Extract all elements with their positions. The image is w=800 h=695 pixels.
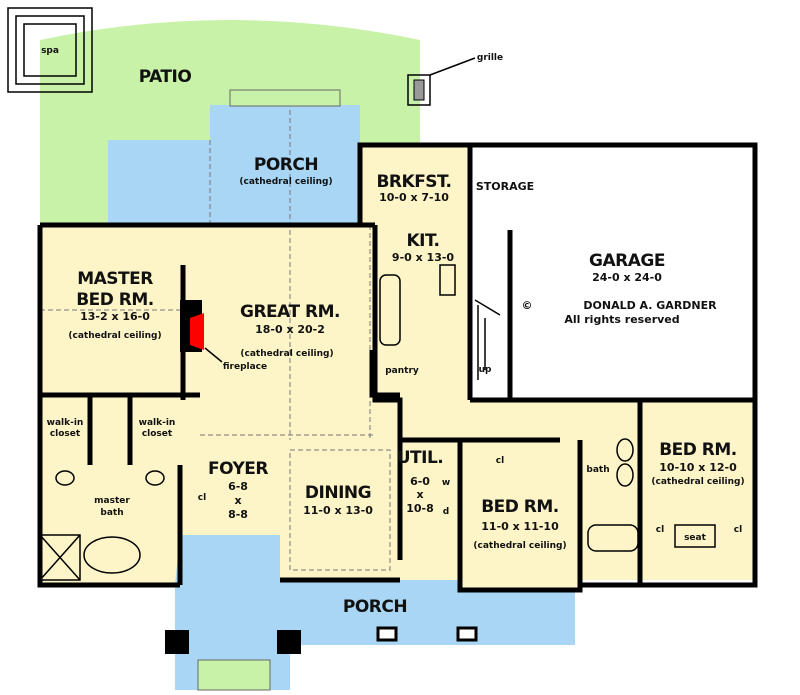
garage-dim: 24-0 x 24-0 [592,271,662,284]
master-note: (cathedral ceiling) [68,331,161,341]
bed-rm-3-closet-2: cl [734,525,742,535]
walkin-closet-2-l1: walk-in [139,418,176,428]
walkin-closet-2-l2: closet [142,429,173,439]
walls [37,142,758,593]
copyright-symbol: © [522,299,533,312]
copyright-rights: All rights reserved [564,313,679,326]
bed-rm-2-label: BED RM. [481,497,559,517]
room-labels: PORCH (cathedral ceiling) BRKFST. 10-0 x… [47,155,745,617]
storage-label: STORAGE [476,180,534,193]
bed-rm-3-dim: 10-10 x 12-0 [659,461,737,474]
brkfst-dim: 10-0 x 7-10 [379,191,449,204]
ceiling-lines [40,110,391,571]
rear-porch-area [108,105,360,225]
bed-rm-3-note: (cathedral ceiling) [651,477,744,487]
stairs-up-label: up [479,365,492,375]
master-bath-l2: bath [100,508,123,518]
dining-label: DINING [305,483,371,503]
grille: grille [407,53,503,106]
spa-label: spa [41,46,59,56]
master-bath-l1: master [94,496,130,506]
master-dim: 13-2 x 16-0 [80,310,150,323]
bed-rm-3-label: BED RM. [659,440,737,460]
bath-label: bath [586,465,609,475]
spa: spa [7,7,93,93]
util-dim-2: x [416,488,423,501]
garage-label: GARAGE [589,251,665,271]
copyright-owner: DONALD A. GARDNER [583,299,717,312]
foyer-closet-label: cl [198,493,206,503]
great-room-label: GREAT RM. [240,302,340,322]
brkfst-label: BRKFST. [376,172,451,192]
stairs [474,299,501,380]
kit-dim: 9-0 x 13-0 [392,251,455,264]
util-dim-1: 6-0 [410,475,430,488]
window-seat-label: seat [684,533,707,543]
walkin-closet-1-l2: closet [50,429,81,439]
grille-label: grille [477,53,503,63]
foyer-label: FOYER [208,459,268,479]
living-area [40,145,755,590]
master-label-1: MASTER [77,269,153,289]
dryer-label: d [443,507,449,517]
walkin-closet-1-l1: walk-in [47,418,84,428]
kit-label: KIT. [407,231,440,251]
dining-dim: 11-0 x 13-0 [303,504,373,517]
fireplace-label: fireplace [223,362,267,372]
fixtures [39,264,716,581]
master-label-2: BED RM. [76,290,154,310]
util-dim-3: 10-8 [406,502,434,515]
pantry-label: pantry [385,366,419,376]
rear-porch-label: PORCH [254,155,318,175]
washer-label: w [442,478,450,488]
bed-rm-2-note: (cathedral ceiling) [473,541,566,551]
foyer-dim-1: 6-8 [228,480,248,493]
foyer-dim-2: x [234,494,241,507]
foyer-dim-3: 8-8 [228,508,248,521]
garage-area [468,148,756,400]
rear-porch-note: (cathedral ceiling) [239,177,332,187]
fireplace-icon [190,313,204,350]
front-porch-label: PORCH [343,597,407,617]
front-porch-area [175,535,575,690]
great-room-note: (cathedral ceiling) [240,349,333,359]
bed-rm-2-dim: 11-0 x 11-10 [481,520,559,533]
great-room-dim: 18-0 x 20-2 [255,323,325,336]
patio-label: PATIO [139,67,192,87]
util-label: UTIL. [397,448,444,468]
bed-rm-3-closet-1: cl [656,525,664,535]
bed-rm-2-closet-label: cl [496,456,504,466]
porch-columns [165,626,478,654]
